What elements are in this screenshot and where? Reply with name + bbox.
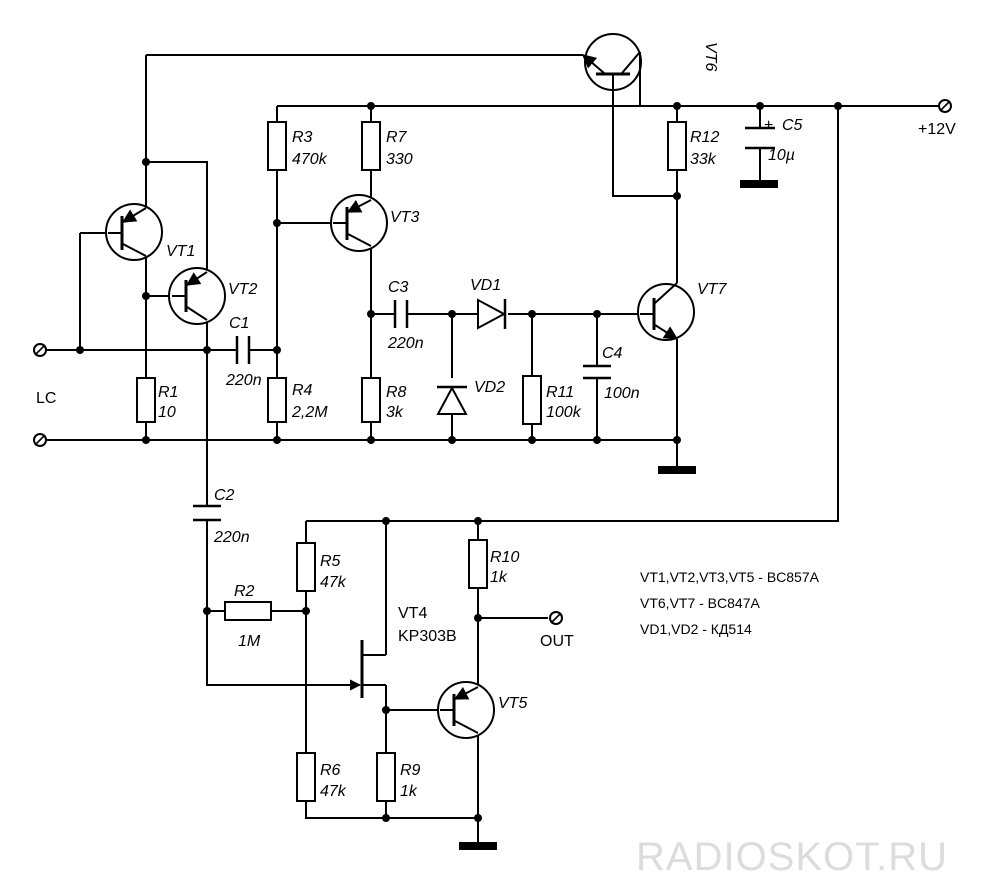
vt7-ref: VT7: [697, 281, 727, 298]
transistor-vt4: VT4 KP303B: [340, 605, 457, 698]
out-label: OUT: [540, 633, 574, 650]
r11-value: 100k: [546, 404, 582, 421]
r4-value: 2,2M: [291, 404, 328, 421]
c5-polarity: +: [764, 117, 773, 134]
resistor-r3: R3 470k: [267, 121, 328, 171]
r12-value: 33k: [690, 151, 717, 168]
note-line-2: VT6,VT7 - BC847A: [640, 595, 760, 611]
r3-value: 470k: [292, 151, 328, 168]
transistor-vt6: VT6: [581, 33, 719, 91]
resistor-r8: R8 3k: [361, 377, 407, 423]
capacitor-c5: + C5 10µ: [745, 117, 803, 164]
capacitor-c2: C2 220n: [193, 487, 250, 546]
vt6-ref: VT6: [702, 42, 719, 71]
diode-vd2: VD2: [436, 379, 505, 415]
resistor-r11: R11 100k: [522, 375, 582, 425]
c3-value: 220n: [387, 335, 424, 352]
vt4-ref: VT4: [398, 605, 427, 622]
vt2-ref: VT2: [228, 281, 257, 298]
r2-value: 1M: [238, 633, 261, 650]
vt3-ref: VT3: [390, 209, 419, 226]
transistor-vt1: VT1: [105, 203, 195, 261]
c4-ref: C4: [602, 345, 623, 362]
supply-label: +12V: [918, 121, 956, 138]
r10-ref: R10: [490, 549, 519, 566]
c2-ref: C2: [214, 487, 235, 504]
r6-ref: R6: [320, 762, 341, 779]
r1-ref: R1: [158, 384, 178, 401]
vt5-ref: VT5: [498, 695, 527, 712]
c4-value: 100n: [604, 385, 640, 402]
c1-ref: C1: [229, 315, 249, 332]
resistor-r4: R4 2,2M: [267, 377, 328, 423]
ground-symbol: [658, 466, 696, 474]
c1-value: 220n: [225, 372, 262, 389]
resistor-r2: R2 1M: [224, 583, 272, 650]
transistor-vt3: VT3: [330, 194, 419, 252]
c3-ref: C3: [388, 279, 409, 296]
c5-value: 10µ: [768, 147, 795, 164]
capacitor-c4: C4 100n: [583, 345, 640, 402]
diode-vd1: VD1: [470, 277, 507, 330]
r12-ref: R12: [690, 129, 719, 146]
r5-value: 47k: [320, 574, 347, 591]
r2-ref: R2: [234, 583, 255, 600]
transistor-vt5: VT5: [437, 681, 527, 739]
r10-value: 1k: [490, 569, 508, 586]
resistor-r7: R7 330: [361, 121, 413, 171]
out-terminal[interactable]: [549, 611, 563, 625]
r7-ref: R7: [386, 129, 408, 146]
resistor-r5: R5 47k: [296, 542, 347, 592]
resistor-r12: R12 33k: [667, 121, 719, 171]
component-notes: VT1,VT2,VT3,VT5 - BC857A VT6,VT7 - BC847…: [640, 569, 820, 637]
capacitor-c1: C1 220n: [225, 315, 262, 389]
r8-ref: R8: [386, 384, 407, 401]
vt1-ref: VT1: [166, 243, 195, 260]
wires: [46, 54, 945, 842]
r5-ref: R5: [320, 553, 341, 570]
lc-terminal-bottom[interactable]: [33, 433, 47, 447]
watermark: RADIOSKOT.RU: [636, 835, 948, 879]
ground-symbol: [740, 180, 778, 188]
resistor-r10: R10 1k: [468, 539, 519, 589]
r9-ref: R9: [400, 762, 421, 779]
r8-value: 3k: [386, 404, 404, 421]
vd2-ref: VD2: [474, 379, 505, 396]
r1-value: 10: [158, 404, 176, 421]
supply-terminal[interactable]: [938, 99, 952, 113]
r9-value: 1k: [400, 783, 418, 800]
vt4-part: KP303B: [398, 628, 457, 645]
ground-symbol: [459, 842, 497, 850]
r3-ref: R3: [292, 129, 313, 146]
r11-ref: R11: [546, 384, 574, 401]
capacitor-c3: C3 220n: [387, 279, 424, 352]
r4-ref: R4: [292, 382, 313, 399]
c2-value: 220n: [213, 529, 250, 546]
junctions: [76, 102, 842, 822]
lc-terminal-top[interactable]: [33, 343, 47, 357]
vd1-ref: VD1: [470, 277, 501, 294]
resistor-r1: R1 10: [136, 377, 178, 423]
transistor-vt2: VT2: [168, 267, 257, 325]
lc-label: LC: [36, 390, 56, 407]
note-line-3: VD1,VD2 - КД514: [640, 621, 752, 637]
c5-ref: C5: [782, 117, 803, 134]
r7-value: 330: [386, 151, 413, 168]
resistor-r9: R9 1k: [376, 752, 421, 802]
note-line-1: VT1,VT2,VT3,VT5 - BC857A: [640, 569, 820, 585]
resistor-r6: R6 47k: [296, 752, 347, 802]
transistor-vt7: VT7: [637, 281, 727, 341]
r6-value: 47k: [320, 783, 347, 800]
